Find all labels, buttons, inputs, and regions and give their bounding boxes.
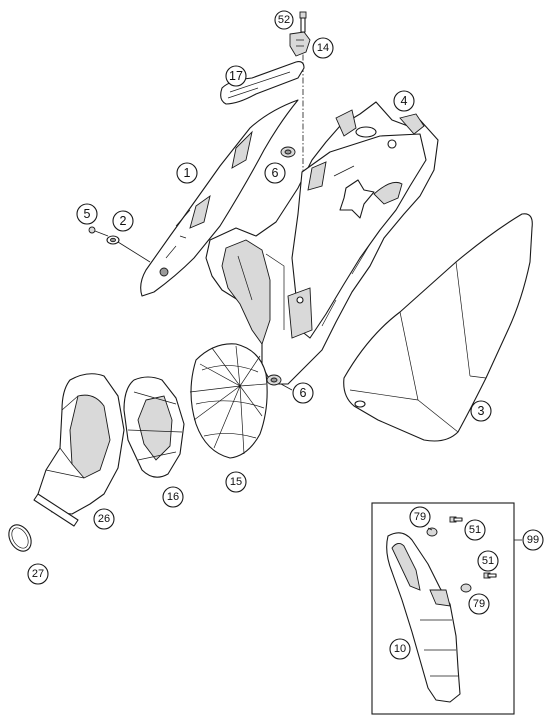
grommet-6-upper bbox=[280, 146, 296, 158]
callout-5: 5 bbox=[76, 203, 98, 225]
callout-2: 2 bbox=[112, 210, 134, 232]
callout-52-label: 52 bbox=[278, 14, 290, 26]
hose-clamp-27 bbox=[8, 524, 32, 552]
kit-frame-99 bbox=[371, 502, 515, 715]
callout-79-lower-label: 79 bbox=[473, 598, 485, 610]
callout-3-label: 3 bbox=[478, 404, 485, 418]
screw-51-upper bbox=[449, 516, 463, 523]
callout-79-lower: 79 bbox=[468, 593, 490, 615]
callout-99: 99 bbox=[522, 529, 544, 551]
intake-snorkel-10 bbox=[386, 532, 461, 703]
callout-51-lower-label: 51 bbox=[482, 555, 494, 567]
callout-17: 17 bbox=[225, 65, 247, 87]
callout-10: 10 bbox=[389, 638, 411, 660]
callout-52: 52 bbox=[274, 10, 294, 30]
airbox-housing-4 bbox=[205, 101, 439, 385]
callout-79-upper-label: 79 bbox=[414, 511, 426, 523]
callout-15: 15 bbox=[225, 471, 247, 493]
callout-26-label: 26 bbox=[98, 513, 110, 525]
callout-2-label: 2 bbox=[120, 214, 127, 228]
callout-6-lower-label: 6 bbox=[300, 386, 307, 400]
callout-15-label: 15 bbox=[230, 476, 242, 488]
callout-5-label: 5 bbox=[84, 207, 91, 221]
filter-cage-15 bbox=[189, 343, 268, 459]
callout-6-upper-label: 6 bbox=[272, 166, 279, 180]
screw-5 bbox=[88, 226, 109, 237]
intake-boot-26 bbox=[33, 373, 125, 527]
callout-14: 14 bbox=[312, 37, 334, 59]
callout-4-label: 4 bbox=[401, 94, 408, 108]
screw-52 bbox=[299, 11, 307, 33]
side-panel-1 bbox=[140, 99, 299, 297]
washer-2 bbox=[106, 235, 120, 245]
air-filter-16 bbox=[123, 376, 185, 478]
airbox-cover-3 bbox=[343, 213, 533, 442]
clip-14 bbox=[289, 31, 311, 57]
screw-51-lower bbox=[483, 572, 497, 579]
callout-3: 3 bbox=[470, 400, 492, 422]
callout-4: 4 bbox=[393, 90, 415, 112]
callout-1: 1 bbox=[176, 162, 198, 184]
callout-6-lower: 6 bbox=[292, 382, 314, 404]
grommet-6-lower bbox=[266, 374, 282, 386]
callout-26: 26 bbox=[93, 508, 115, 530]
callout-14-label: 14 bbox=[317, 42, 329, 54]
callout-16-label: 16 bbox=[167, 491, 179, 503]
callout-51-lower: 51 bbox=[477, 550, 499, 572]
callout-79-upper: 79 bbox=[409, 506, 431, 528]
callout-10-label: 10 bbox=[394, 643, 406, 655]
grommet-79-upper bbox=[426, 527, 438, 537]
callout-99-label: 99 bbox=[527, 534, 539, 546]
callout-51-upper: 51 bbox=[464, 519, 486, 541]
callout-27-label: 27 bbox=[32, 568, 44, 580]
callout-6-upper: 6 bbox=[264, 162, 286, 184]
callout-1-label: 1 bbox=[184, 166, 191, 180]
grommet-79-lower bbox=[460, 583, 472, 593]
callout-51-upper-label: 51 bbox=[469, 524, 481, 536]
callout-17-label: 17 bbox=[229, 69, 243, 83]
callout-27: 27 bbox=[27, 563, 49, 585]
callout-16: 16 bbox=[162, 486, 184, 508]
